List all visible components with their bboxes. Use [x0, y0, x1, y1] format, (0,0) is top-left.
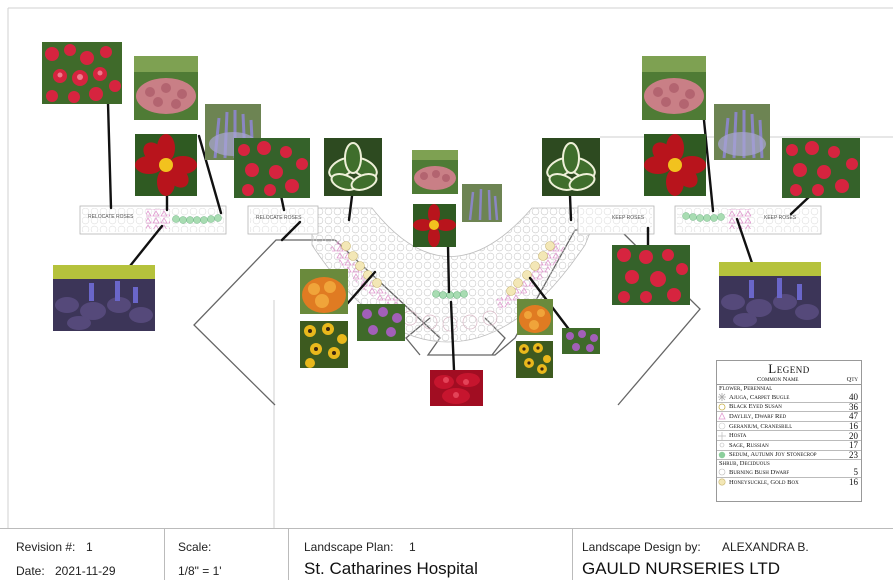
scale-cell: Scale: 1/8" = 1' — [164, 529, 275, 580]
legend-title: Legend — [768, 361, 810, 376]
plan-label: Landscape Plan: — [304, 540, 394, 554]
legend-item-qty: 16 — [849, 421, 858, 432]
bed-left-inner: RELOCATE ROSES — [247, 205, 319, 235]
sedum-photo — [642, 56, 706, 120]
legend-row: Sage, Russian 17 — [717, 440, 861, 451]
legend-item-name: Geranium, Cranesbill — [729, 422, 793, 430]
bed-right-outer: KEEP ROSES — [674, 205, 822, 235]
legend-item-name: Honeysuckle, Gold Box — [729, 478, 799, 486]
legend-item-name: Daylily, Dwarf Red — [729, 412, 787, 420]
ajuga-symbol-icon — [717, 393, 727, 402]
revision-label: Revision #: — [16, 540, 76, 554]
designer-label: Landscape Design by: — [582, 540, 701, 554]
legend-group-title: Shrub, Deciduous — [719, 460, 770, 468]
legend-row: Sedum, Autumn Joy Stonecrop 23 — [717, 449, 861, 461]
legend-item-qty: 16 — [849, 477, 858, 488]
legend-row: Honeysuckle, Gold Box 16 — [717, 477, 861, 488]
sedum-photo — [134, 56, 198, 120]
geranium-photo — [357, 304, 405, 341]
legend-item-name: Ajuga, Carpet Bugle — [729, 393, 790, 401]
rose-photo — [42, 42, 122, 104]
black-eyed-susan-symbol-icon — [717, 403, 727, 411]
legend-row: Black Eyed Susan 36 — [717, 401, 861, 413]
geranium-photo — [562, 328, 600, 354]
geranium-symbol-icon — [717, 422, 727, 430]
date-value: 2021-11-29 — [55, 564, 116, 578]
burning-bush-photo — [517, 299, 553, 335]
daylily-photo — [413, 204, 456, 247]
legend-row: Hosta 20 — [717, 431, 861, 441]
burning-bush-symbol-icon — [717, 468, 727, 476]
designer-cell: Landscape Design by: ALEXANDRA B. GAULD … — [572, 529, 893, 580]
scale-value: 1/8" = 1' — [178, 564, 222, 578]
plan-value: 1 — [409, 540, 416, 554]
sage-symbol-icon — [717, 441, 727, 449]
company-name: GAULD NURSERIES LTD — [582, 559, 781, 578]
burning-bush-photo — [430, 370, 483, 406]
central-curved-bed — [311, 207, 601, 343]
bed-label-right-inner: KEEP ROSES — [612, 215, 645, 221]
sage-photo — [462, 184, 502, 222]
honeysuckle-symbol-icon — [717, 478, 727, 486]
rose-photo — [612, 245, 690, 305]
revision-cell: Revision #: 1 Date: 2021-11-29 — [0, 529, 164, 580]
black-eyed-susan-photo — [300, 321, 348, 368]
legend-row: Burning Bush Dwarf 5 — [717, 467, 861, 478]
bed-label-right-outer: KEEP ROSES — [764, 215, 797, 221]
legend-panel: Legend Common Name Qty Flower, Perennial… — [716, 360, 862, 502]
legend-item-name: Black Eyed Susan — [729, 403, 782, 411]
legend-group-title: Flower, Perennial — [719, 385, 773, 392]
sedum-symbol-icon — [717, 451, 727, 459]
ajuga-photo — [719, 262, 821, 328]
sedum-photo — [412, 150, 458, 194]
legend-item-qty: 40 — [849, 392, 858, 403]
date-label: Date: — [16, 564, 45, 578]
legend-item-qty: 20 — [849, 430, 858, 441]
legend-row: Daylily, Dwarf Red 47 — [717, 411, 861, 422]
hosta-symbol-icon — [717, 431, 727, 440]
legend-item-qty: 5 — [853, 467, 859, 478]
legend-item-name: Sedum, Autumn Joy Stonecrop — [729, 451, 817, 459]
hosta-photo — [324, 138, 382, 196]
legend-row: Geranium, Cranesbill 16 — [717, 421, 861, 432]
legend-col-qty: Qty — [846, 376, 858, 383]
plan-cell: Landscape Plan: 1 St. Catharines Hospita… — [288, 529, 573, 580]
legend-item-qty: 47 — [849, 411, 858, 422]
rose-photo — [234, 138, 310, 198]
revision-value: 1 — [86, 540, 93, 554]
bed-label-left-inner: RELOCATE ROSES — [256, 215, 302, 221]
legend-header: Common Name Qty — [717, 376, 861, 385]
bed-label-left-outer: RELOCATE ROSES — [88, 214, 134, 220]
ajuga-photo — [53, 265, 155, 331]
legend-col-name: Common Name — [757, 376, 799, 383]
legend-item-name: Hosta — [729, 432, 747, 440]
bed-left-outer: RELOCATE ROSES — [79, 205, 227, 235]
burning-bush-photo — [300, 269, 348, 314]
rose-photo — [782, 138, 860, 198]
title-block: Revision #: 1 Date: 2021-11-29 Scale: 1/… — [0, 528, 893, 580]
designer-name: ALEXANDRA B. — [722, 540, 809, 554]
legend-item-name: Sage, Russian — [729, 441, 769, 449]
legend-item-qty: 17 — [849, 440, 858, 451]
legend-item-qty: 23 — [849, 449, 858, 460]
daylily-symbol-icon — [717, 412, 727, 420]
daylily-photo — [644, 134, 706, 196]
legend-item-name: Burning Bush Dwarf — [729, 468, 790, 476]
hosta-photo — [542, 138, 600, 196]
bed-right-inner: KEEP ROSES — [577, 205, 655, 235]
scale-label: Scale: — [178, 540, 212, 554]
legend-row: Ajuga, Carpet Bugle 40 — [717, 392, 861, 403]
legend-item-qty: 36 — [849, 401, 858, 412]
black-eyed-susan-photo — [516, 341, 553, 378]
daylily-photo — [135, 134, 197, 196]
sage-photo — [714, 104, 770, 160]
project-name: St. Catharines Hospital — [304, 559, 478, 578]
